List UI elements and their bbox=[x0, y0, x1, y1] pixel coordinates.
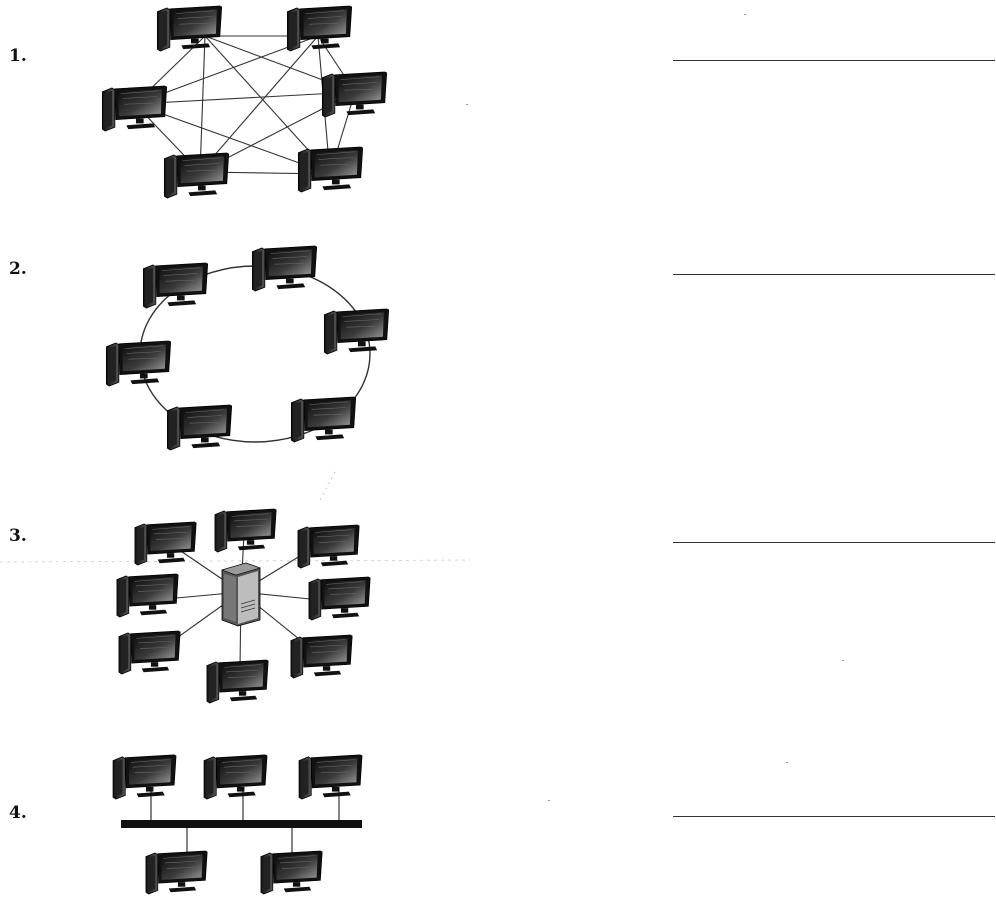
computer-icon bbox=[102, 86, 166, 131]
computer-icon bbox=[261, 851, 322, 894]
computer-icon bbox=[143, 263, 207, 308]
computer-icon bbox=[117, 574, 178, 617]
computer-icon bbox=[119, 631, 180, 674]
computer-icon bbox=[287, 6, 351, 51]
computer-icon bbox=[309, 577, 370, 620]
computer-icon bbox=[298, 525, 359, 568]
computer-icon bbox=[291, 397, 355, 442]
computer-icon bbox=[106, 341, 170, 386]
computer-icon bbox=[204, 755, 267, 799]
computer-icon bbox=[322, 72, 386, 117]
computer-icon bbox=[113, 755, 176, 799]
scan-artifact bbox=[320, 470, 336, 500]
computer-icon bbox=[135, 522, 196, 565]
computer-icon bbox=[146, 851, 207, 894]
scan-artifact bbox=[0, 560, 470, 562]
computer-icon bbox=[252, 246, 316, 291]
computer-icon bbox=[299, 755, 362, 799]
computer-icon bbox=[298, 147, 362, 192]
computer-icon bbox=[164, 153, 228, 198]
computer-icon bbox=[167, 405, 231, 450]
computer-icon bbox=[324, 309, 388, 354]
computer-icon bbox=[207, 660, 268, 703]
computer-icon bbox=[291, 635, 352, 678]
bus-backbone bbox=[121, 820, 362, 828]
computer-icon bbox=[215, 509, 276, 552]
server-icon bbox=[222, 563, 260, 626]
